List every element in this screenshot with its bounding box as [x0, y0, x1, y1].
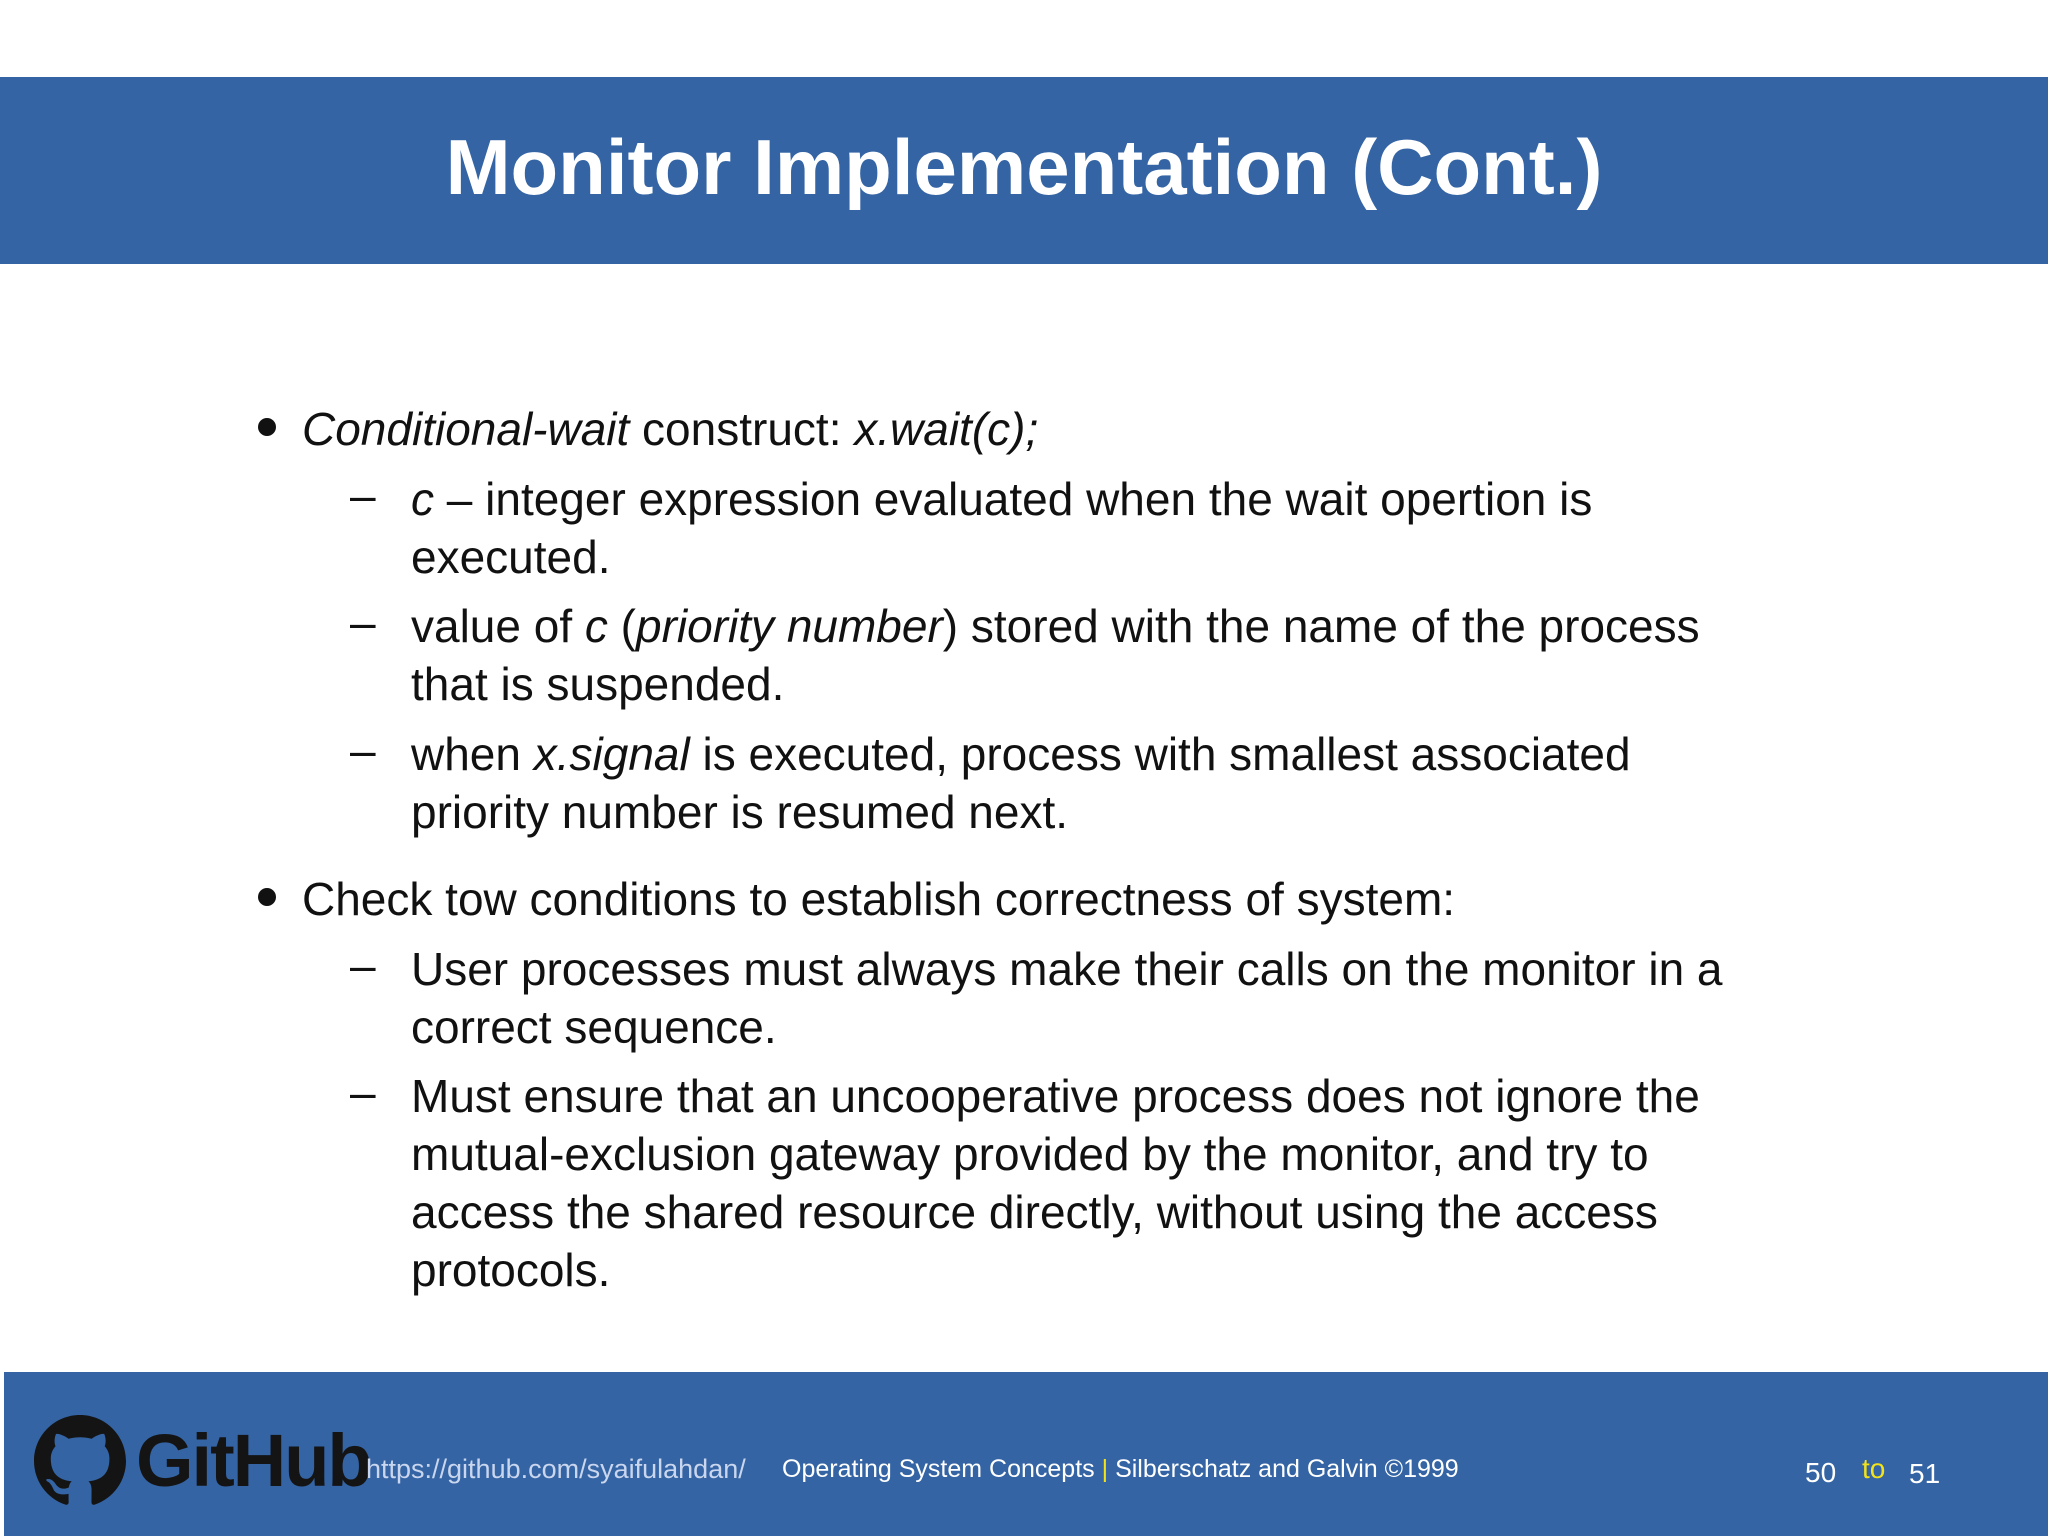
github-wordmark: GitHub — [136, 1419, 373, 1502]
bullet-em: x.wait(c); — [854, 403, 1039, 455]
sub-text: ) stored with the name of the process — [942, 600, 1700, 652]
sub-text: value of — [411, 600, 585, 652]
sub-text: ( — [607, 600, 637, 652]
footer-separator: | — [1101, 1455, 1109, 1483]
sub-text: – integer expression evaluated when the … — [434, 473, 1593, 525]
sub-item-uncooperative-process: Must ensure that an uncooperative proces… — [411, 1067, 1811, 1299]
sub-em: priority number — [636, 600, 943, 652]
bullet-check-conditions: Check tow conditions to establish correc… — [302, 873, 1456, 925]
sub-item-user-processes: User processes must always make their ca… — [411, 940, 1811, 1056]
sub-text: executed. — [411, 531, 611, 583]
sub-text: when — [411, 728, 534, 780]
page-number-to: to — [1862, 1453, 1886, 1484]
slide-title: Monitor Implementation (Cont.) — [445, 123, 1603, 211]
bullet-dot — [258, 418, 276, 436]
bullet-em: Conditional-wait — [302, 403, 630, 455]
footer-authors: Silberschatz and Galvin ©1999 — [1115, 1455, 1459, 1483]
sub-em: c — [411, 473, 434, 525]
sub-item-priority-number: value of c (priority number) stored with… — [411, 597, 1811, 713]
footer-bar — [4, 1372, 2048, 1536]
sub-dash: – — [350, 939, 376, 991]
bullet-dot — [258, 888, 276, 906]
footer-citation: Operating System Concepts | Silberschatz… — [782, 1452, 1459, 1486]
github-octocat-icon — [34, 1415, 126, 1505]
sub-text: mutual-exclusion gateway provided by the… — [411, 1128, 1649, 1180]
sub-text: is executed, process with smallest assoc… — [689, 728, 1631, 780]
sub-text: User processes must always make their ca… — [411, 943, 1723, 995]
sub-text: protocols. — [411, 1244, 611, 1296]
sub-text: Must ensure that an uncooperative proces… — [411, 1070, 1700, 1122]
sub-item-x-signal: when x.signal is executed, process with … — [411, 725, 1811, 841]
sub-text: priority number is resumed next. — [411, 786, 1069, 838]
bullet-text: construct: — [629, 403, 855, 455]
title-bar: Monitor Implementation (Cont.) — [0, 77, 2048, 264]
sub-dash: – — [350, 469, 376, 521]
footer-url-link[interactable]: https://github.com/syaifulahdan/ — [366, 1454, 746, 1484]
sub-em: x.signal — [533, 728, 690, 780]
sub-text: that is suspended. — [411, 658, 785, 710]
footer-book: Operating System Concepts — [782, 1455, 1095, 1483]
sub-dash: – — [350, 596, 376, 648]
sub-em: c — [584, 600, 608, 652]
sub-dash: – — [350, 724, 376, 776]
bullet-conditional-wait: Conditional-wait construct: x.wait(c); — [302, 400, 1802, 458]
sub-text: correct sequence. — [411, 1001, 777, 1053]
page-number-total: 51 — [1909, 1458, 1941, 1489]
page-number-current: 50 — [1805, 1457, 1837, 1488]
sub-dash: – — [350, 1066, 376, 1118]
sub-item-c-integer: c – integer expression evaluated when th… — [411, 470, 1811, 586]
sub-text: access the shared resource directly, wit… — [411, 1186, 1658, 1238]
